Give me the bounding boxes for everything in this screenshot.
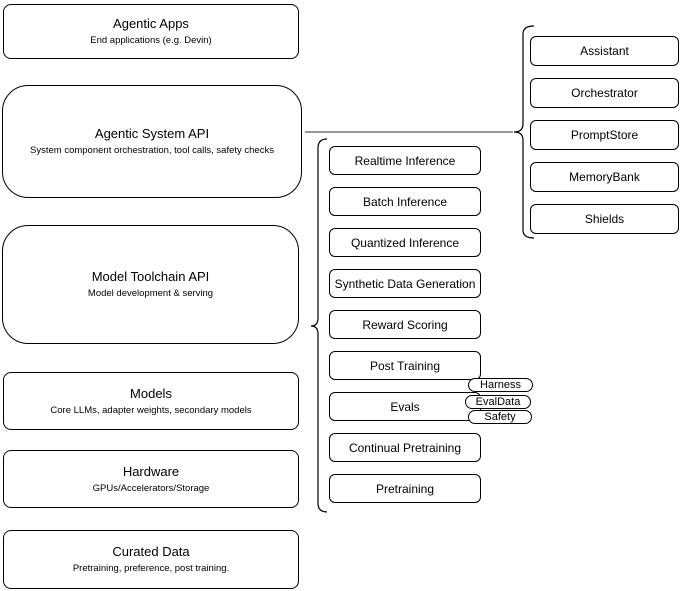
node-memorybank: MemoryBank xyxy=(530,162,679,192)
node-title: Agentic Apps xyxy=(113,16,189,31)
node-label: Pretraining xyxy=(375,481,435,496)
node-promptstore: PromptStore xyxy=(530,120,679,150)
node-label: Assistant xyxy=(580,44,629,58)
node-subtitle: End applications (e.g. Devin) xyxy=(90,35,212,46)
node-title: Hardware xyxy=(122,463,180,479)
tag-label: Harness xyxy=(480,379,521,391)
node-label: Shields xyxy=(584,212,625,226)
node-continual-pretraining: Continual Pretraining xyxy=(329,433,481,462)
node-assistant: Assistant xyxy=(530,36,679,66)
node-batch-inference: Batch Inference xyxy=(329,187,481,216)
tag-label: EvalData xyxy=(475,396,521,408)
node-subtitle: System component orchestration, tool cal… xyxy=(30,145,274,156)
node-label: Continual Pretraining xyxy=(348,440,462,455)
node-label: Quantized Inference xyxy=(350,235,460,250)
node-title: Agentic System API xyxy=(94,126,210,141)
node-label: Orchestrator xyxy=(571,86,638,100)
node-subtitle: Pretraining, preference, post training. xyxy=(72,563,230,574)
node-label: Post Training xyxy=(369,358,441,373)
node-models: Models Core LLMs, adapter weights, secon… xyxy=(3,372,299,430)
node-evals: Evals xyxy=(329,392,481,421)
node-title: Models xyxy=(130,385,172,401)
tag-harness: Harness xyxy=(468,378,533,392)
node-orchestrator: Orchestrator xyxy=(530,78,679,108)
toolchain-group: Realtime Inference Batch Inference Quant… xyxy=(329,146,481,503)
node-model-toolchain-api: Model Toolchain API Model development & … xyxy=(2,225,299,344)
node-quantized-inference: Quantized Inference xyxy=(329,228,481,257)
tag-safety: Safety xyxy=(468,410,532,424)
node-label: Realtime Inference xyxy=(354,153,456,168)
node-label: Batch Inference xyxy=(362,194,448,209)
node-reward-scoring: Reward Scoring xyxy=(329,310,481,339)
node-realtime-inference: Realtime Inference xyxy=(329,146,481,175)
node-hardware: Hardware GPUs/Accelerators/Storage xyxy=(3,450,299,508)
tag-label: Safety xyxy=(484,411,516,423)
node-agentic-system-api: Agentic System API System component orch… xyxy=(2,85,302,198)
node-subtitle: GPUs/Accelerators/Storage xyxy=(92,482,210,494)
system-components-group: Assistant Orchestrator PromptStore Memor… xyxy=(530,36,679,234)
node-label: Evals xyxy=(390,399,420,414)
node-label: Reward Scoring xyxy=(362,317,448,332)
node-label: Synthetic Data Generation xyxy=(334,276,476,291)
tag-evaldata: EvalData xyxy=(465,395,531,409)
node-subtitle: Core LLMs, adapter weights, secondary mo… xyxy=(50,404,252,416)
node-synthetic-data-generation: Synthetic Data Generation xyxy=(329,269,481,298)
node-label: PromptStore xyxy=(570,128,639,142)
node-shields: Shields xyxy=(530,204,679,234)
node-post-training: Post Training xyxy=(329,351,481,380)
node-pretraining: Pretraining xyxy=(329,474,481,503)
node-title: Curated Data xyxy=(112,544,190,559)
node-curated-data: Curated Data Pretraining, preference, po… xyxy=(3,530,299,589)
node-label: MemoryBank xyxy=(569,170,640,184)
node-subtitle: Model development & serving xyxy=(87,288,214,299)
toolchain-curly-bracket xyxy=(310,138,328,513)
node-title: Model Toolchain API xyxy=(91,269,210,284)
node-agentic-apps: Agentic Apps End applications (e.g. Devi… xyxy=(3,4,299,59)
